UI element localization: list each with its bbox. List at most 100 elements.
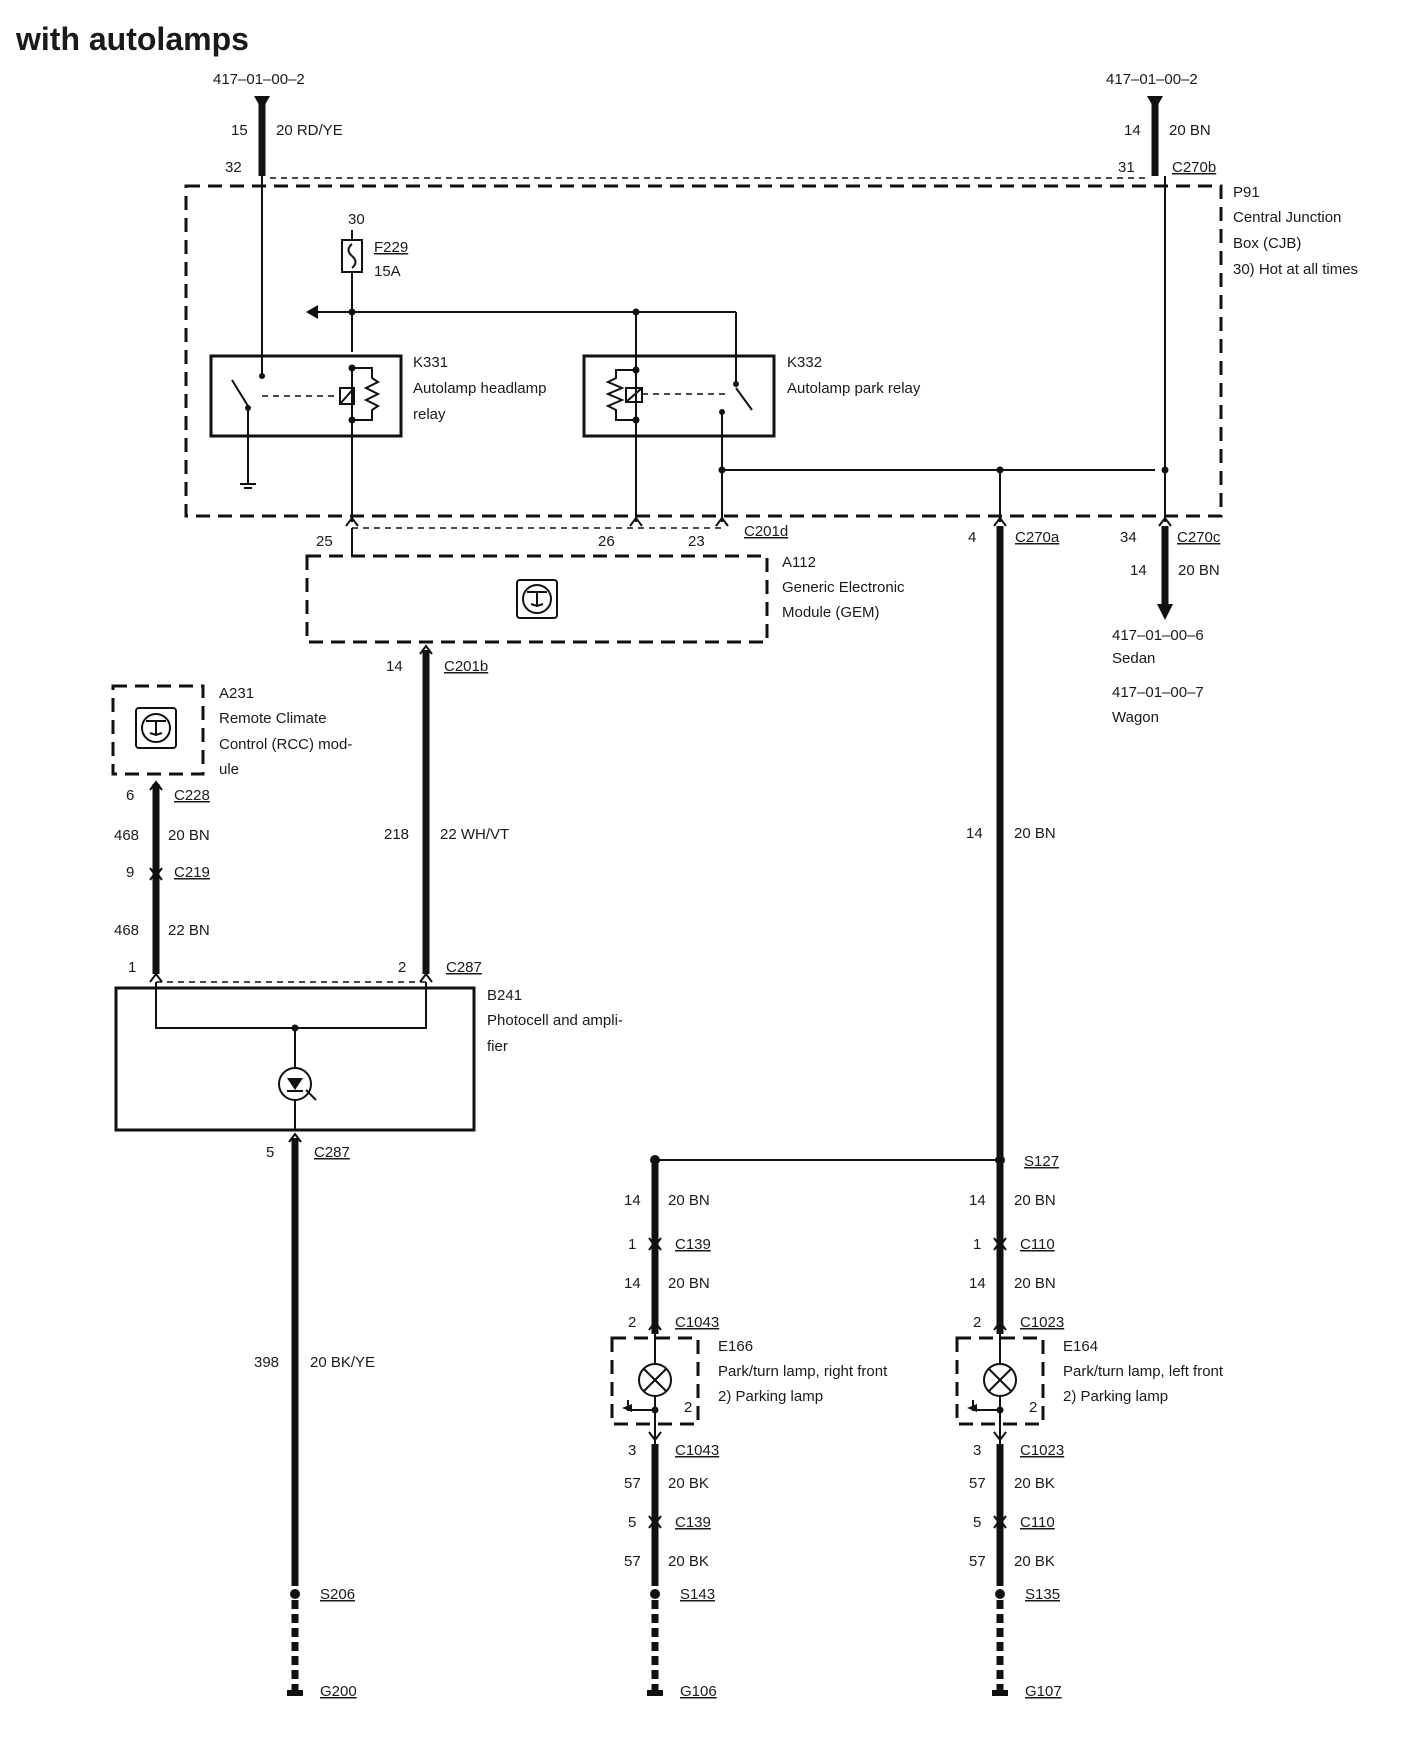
right-lamp-internal-wire bbox=[627, 1400, 655, 1411]
relay-contact bbox=[259, 373, 265, 379]
rl-p1: 1 bbox=[628, 1236, 636, 1253]
cjb-id: P91 bbox=[1233, 184, 1260, 201]
rl-id: E166 bbox=[718, 1338, 753, 1355]
cjb-name-line1: Central Junction bbox=[1233, 209, 1341, 226]
rl-c3: 57 bbox=[624, 1475, 641, 1492]
rl-line1: Park/turn lamp, right front bbox=[718, 1363, 888, 1380]
k331-relay: K331 Autolamp headlamp relay bbox=[209, 354, 546, 489]
ll-w1: 20 BN bbox=[1014, 1192, 1056, 1209]
k332-coil-icon bbox=[625, 387, 643, 403]
right-top-wire-label: 20 BN bbox=[1169, 122, 1211, 139]
photo-line2: fier bbox=[487, 1038, 508, 1055]
pin4-arrow-icon bbox=[993, 516, 1007, 527]
rl-c4: 57 bbox=[624, 1553, 641, 1570]
photodiode-icon bbox=[287, 1078, 303, 1090]
left-front-lamp-circuit: 14 20 BN 1 C110 14 20 BN 2 C1023 2 E164 … bbox=[955, 1164, 1224, 1700]
pin25-arrow-icon bbox=[345, 516, 359, 527]
gem-module-icon bbox=[522, 584, 552, 614]
k332-relay-box bbox=[582, 354, 776, 438]
sedan-arrow-icon bbox=[1157, 604, 1173, 620]
rcc-line1: Remote Climate bbox=[219, 710, 327, 727]
junction-dot bbox=[348, 308, 356, 316]
c201d-label: C201d bbox=[744, 523, 788, 540]
rcc-circuit-a: 468 bbox=[114, 827, 139, 844]
pin26-arrow-icon bbox=[629, 516, 643, 527]
k332-coil-icon bbox=[625, 387, 643, 403]
ll-conn3: C1023 bbox=[1020, 1442, 1064, 1459]
wagon-label: Wagon bbox=[1112, 709, 1159, 726]
rcc-line2: Control (RCC) mod- bbox=[219, 736, 352, 753]
rl-w2: 20 BN bbox=[668, 1275, 710, 1292]
photo-ground: G200 bbox=[320, 1683, 357, 1700]
photo-conn-top: C287 bbox=[446, 959, 482, 976]
splice-s143-icon bbox=[650, 1589, 660, 1599]
c1023-arrow-icon bbox=[993, 1320, 1007, 1331]
junction-dot bbox=[348, 364, 356, 372]
rcc-wire-a: 20 BN bbox=[168, 827, 210, 844]
right-feed-splice: S127 bbox=[1024, 1153, 1059, 1170]
ll-c2: 14 bbox=[969, 1275, 986, 1292]
c139-connector-icon bbox=[648, 1237, 662, 1251]
pin34-arrow-icon bbox=[1158, 516, 1172, 527]
rl-conn2: C1043 bbox=[675, 1314, 719, 1331]
junction-dot bbox=[632, 366, 640, 374]
fuse-pin-label: 30 bbox=[348, 211, 365, 228]
photo-pin5: 5 bbox=[266, 1144, 274, 1161]
wagon-ref: 417–01–00–7 bbox=[1112, 684, 1204, 701]
photo-pin1: 1 bbox=[128, 959, 136, 976]
ll-w3: 20 BK bbox=[1014, 1475, 1055, 1492]
rl-splice: S143 bbox=[680, 1586, 715, 1603]
k331-relay-box bbox=[209, 354, 403, 438]
photo-circuit: 398 bbox=[254, 1354, 279, 1371]
right-front-lamp-circuit: 14 20 BN 1 C139 14 20 BN 2 C1043 2 E166 … bbox=[610, 1164, 888, 1700]
light-arrow-icon bbox=[305, 1089, 317, 1101]
rcc-pin6: 6 bbox=[126, 787, 134, 804]
photo-id: B241 bbox=[487, 987, 522, 1004]
fuse-id: F229 bbox=[374, 239, 408, 256]
rl-c2: 14 bbox=[624, 1275, 641, 1292]
rl-p3: 3 bbox=[628, 1442, 636, 1459]
right-top-feed: 417–01–00–2 14 20 BN 31 C270b bbox=[1106, 71, 1216, 176]
sedan-circuit: 14 bbox=[1130, 562, 1147, 579]
k331-switch-icon bbox=[231, 379, 249, 407]
rcc-id: A231 bbox=[219, 685, 254, 702]
cjb-name-line2: Box (CJB) bbox=[1233, 235, 1301, 252]
rl-w3: 20 BK bbox=[668, 1475, 709, 1492]
photo-splice: S206 bbox=[320, 1586, 355, 1603]
c110-connector-icon bbox=[993, 1237, 1007, 1251]
k331-id: K331 bbox=[413, 354, 448, 371]
ll-p4: 5 bbox=[973, 1514, 981, 1531]
junction-dot bbox=[650, 1155, 660, 1165]
c228-arrow-icon bbox=[149, 780, 163, 791]
gem-out-arrow-icon bbox=[419, 644, 433, 655]
c1043-bottom-arrow-icon bbox=[648, 1431, 662, 1442]
k331-coil-icon bbox=[339, 387, 355, 405]
left-lamp-arrow-icon bbox=[967, 1404, 977, 1412]
ground-g200-icon bbox=[287, 1690, 303, 1696]
rcc-pin9: 9 bbox=[126, 864, 134, 881]
ground-g106-icon bbox=[647, 1690, 663, 1696]
k332-switch-icon bbox=[735, 387, 753, 411]
ll-conn1: C110 bbox=[1020, 1236, 1055, 1253]
ll-p1: 1 bbox=[973, 1236, 981, 1253]
ll-splice: S135 bbox=[1025, 1586, 1060, 1603]
gem-out-wire-label: 22 WH/VT bbox=[440, 826, 509, 843]
fuse-element-icon bbox=[347, 243, 357, 269]
rcc-conn-c219: C219 bbox=[174, 864, 210, 881]
c270a-label: C270a bbox=[1015, 529, 1060, 546]
ll-w4: 20 BK bbox=[1014, 1553, 1055, 1570]
pin1-arrow-icon bbox=[149, 972, 163, 983]
right-lamp-bulb-icon bbox=[643, 1368, 667, 1392]
right-top-pin: 31 bbox=[1118, 159, 1135, 176]
rcc-module-icon bbox=[146, 720, 166, 737]
left-top-pin: 32 bbox=[225, 159, 242, 176]
sedan-label: Sedan bbox=[1112, 650, 1155, 667]
rl-c1: 14 bbox=[624, 1192, 641, 1209]
right-top-ref: 417–01–00–2 bbox=[1106, 71, 1198, 88]
left-top-circuit: 15 bbox=[231, 122, 248, 139]
left-lamp-bulb-icon bbox=[988, 1368, 1012, 1392]
ll-c3: 57 bbox=[969, 1475, 986, 1492]
splice-s135-icon bbox=[995, 1589, 1005, 1599]
ll-conn2: C1023 bbox=[1020, 1314, 1064, 1331]
k331-resistor-icon bbox=[352, 367, 381, 421]
